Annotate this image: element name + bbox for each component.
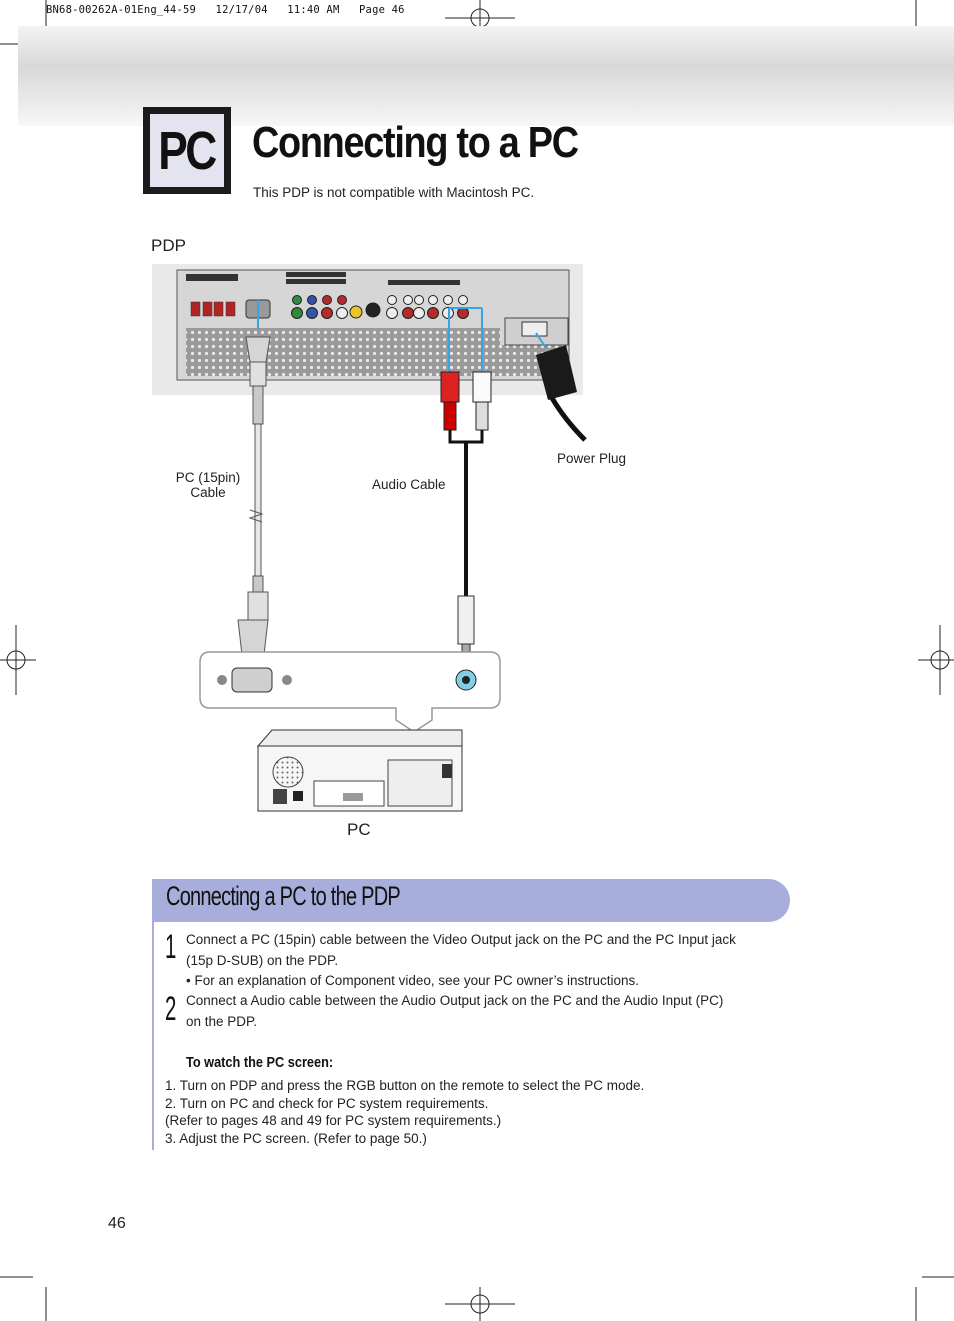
pdp-label: PDP bbox=[151, 236, 186, 255]
pc-tower-back bbox=[256, 729, 463, 812]
step-2-line: Connect a Audio cable between the Audio … bbox=[186, 993, 724, 1008]
watch-list: 1. Turn on PDP and press the RGB button … bbox=[165, 1077, 644, 1147]
step-1-number: 1 bbox=[165, 928, 177, 966]
vga-cable bbox=[237, 336, 271, 656]
step-2-line: on the PDP. bbox=[186, 1013, 258, 1029]
pc-badge-text: PC bbox=[158, 120, 218, 181]
pc-cable-label-line1: PC (15pin) bbox=[175, 470, 241, 485]
audio-cable-label: Audio Cable bbox=[372, 477, 446, 492]
pc-jack-callout bbox=[199, 651, 501, 733]
step-1-line: Connect a PC (15pin) cable between the V… bbox=[186, 932, 736, 947]
pc-label: PC bbox=[347, 820, 371, 839]
section-header-bar bbox=[152, 879, 790, 922]
pc-cable-label: PC (15pin) Cable bbox=[173, 470, 243, 500]
page-number: 46 bbox=[108, 1215, 126, 1232]
print-slug: BN68-00262A-01Eng_44-59 12/17/04 11:40 A… bbox=[46, 4, 405, 16]
step-2-number: 2 bbox=[165, 990, 177, 1028]
section-rule bbox=[152, 922, 154, 1150]
power-plug-label: Power Plug bbox=[557, 451, 627, 466]
step-1-note: • For an explanation of Component video,… bbox=[186, 973, 639, 988]
page-title: Connecting to a PC bbox=[252, 118, 579, 167]
power-plug bbox=[536, 345, 587, 442]
pdp-back-panel bbox=[152, 264, 583, 395]
step-2: Connect a Audio cable between the Audio … bbox=[186, 991, 786, 1032]
watch-list-item: 1. Turn on PDP and press the RGB button … bbox=[165, 1078, 645, 1093]
watch-heading: To watch the PC screen: bbox=[186, 1054, 334, 1071]
step-1-line: (15p D-SUB) on the PDP. bbox=[186, 952, 339, 968]
watch-list-item: 2. Turn on PC and check for PC system re… bbox=[165, 1095, 489, 1111]
pc-badge: PC bbox=[143, 107, 231, 194]
page-subtitle: This PDP is not compatible with Macintos… bbox=[253, 185, 535, 200]
section-title: Connecting a PC to the PDP bbox=[166, 881, 401, 911]
pc-cable-label-line2: Cable bbox=[190, 485, 226, 500]
watch-list-item: 3. Adjust the PC screen. (Refer to page … bbox=[165, 1130, 427, 1146]
audio-cable bbox=[440, 371, 492, 667]
step-1: Connect a PC (15pin) cable between the V… bbox=[186, 930, 786, 992]
watch-list-item: (Refer to pages 48 and 49 for PC system … bbox=[165, 1113, 502, 1128]
